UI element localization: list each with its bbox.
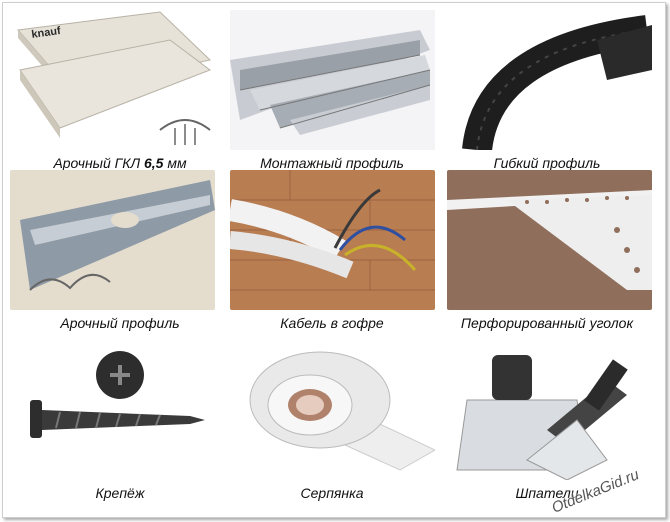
caption-flexible-profile: Гибкий профиль — [493, 155, 601, 171]
caption-arched-drywall: Арочный ГКЛ 6,5 мм — [53, 155, 187, 171]
knauf-logo: knauf — [31, 25, 62, 41]
item-arched-drywall: knauf Арочный ГКЛ 6,5 мм — [10, 10, 220, 171]
caption-perforated-corner: Перфорированный уголок — [460, 315, 634, 331]
item-perforated-corner: Перфорированный уголок — [447, 170, 657, 331]
perforated-corner-photo — [447, 170, 652, 310]
mounting-profile-photo — [230, 10, 435, 150]
caption-spatulas: Шпатели — [515, 485, 579, 501]
flexible-profile-photo — [447, 10, 652, 150]
caption-fasteners: Крепёж — [95, 485, 145, 501]
spatulas-photo — [447, 340, 652, 480]
arched-drywall-photo: knauf — [10, 10, 215, 150]
item-spatulas: Шпатели — [447, 340, 657, 501]
caption-mesh-tape: Серпянка — [300, 485, 364, 501]
fasteners-photo — [10, 340, 215, 480]
item-mesh-tape: Серпянка — [230, 340, 440, 501]
caption-arched-profile: Арочный профиль — [60, 315, 180, 331]
item-mounting-profile: Монтажный профиль — [230, 10, 440, 171]
item-flexible-profile: Гибкий профиль — [447, 10, 657, 171]
item-fasteners: Крепёж — [10, 340, 220, 501]
item-arched-profile: Арочный профиль — [10, 170, 220, 331]
arched-profile-photo — [10, 170, 215, 310]
item-corrugated-cable: Кабель в гофре — [230, 170, 440, 331]
corrugated-cable-photo — [230, 170, 435, 310]
caption-corrugated-cable: Кабель в гофре — [280, 315, 384, 331]
caption-mounting-profile: Монтажный профиль — [260, 155, 404, 171]
mesh-tape-photo — [230, 340, 435, 480]
